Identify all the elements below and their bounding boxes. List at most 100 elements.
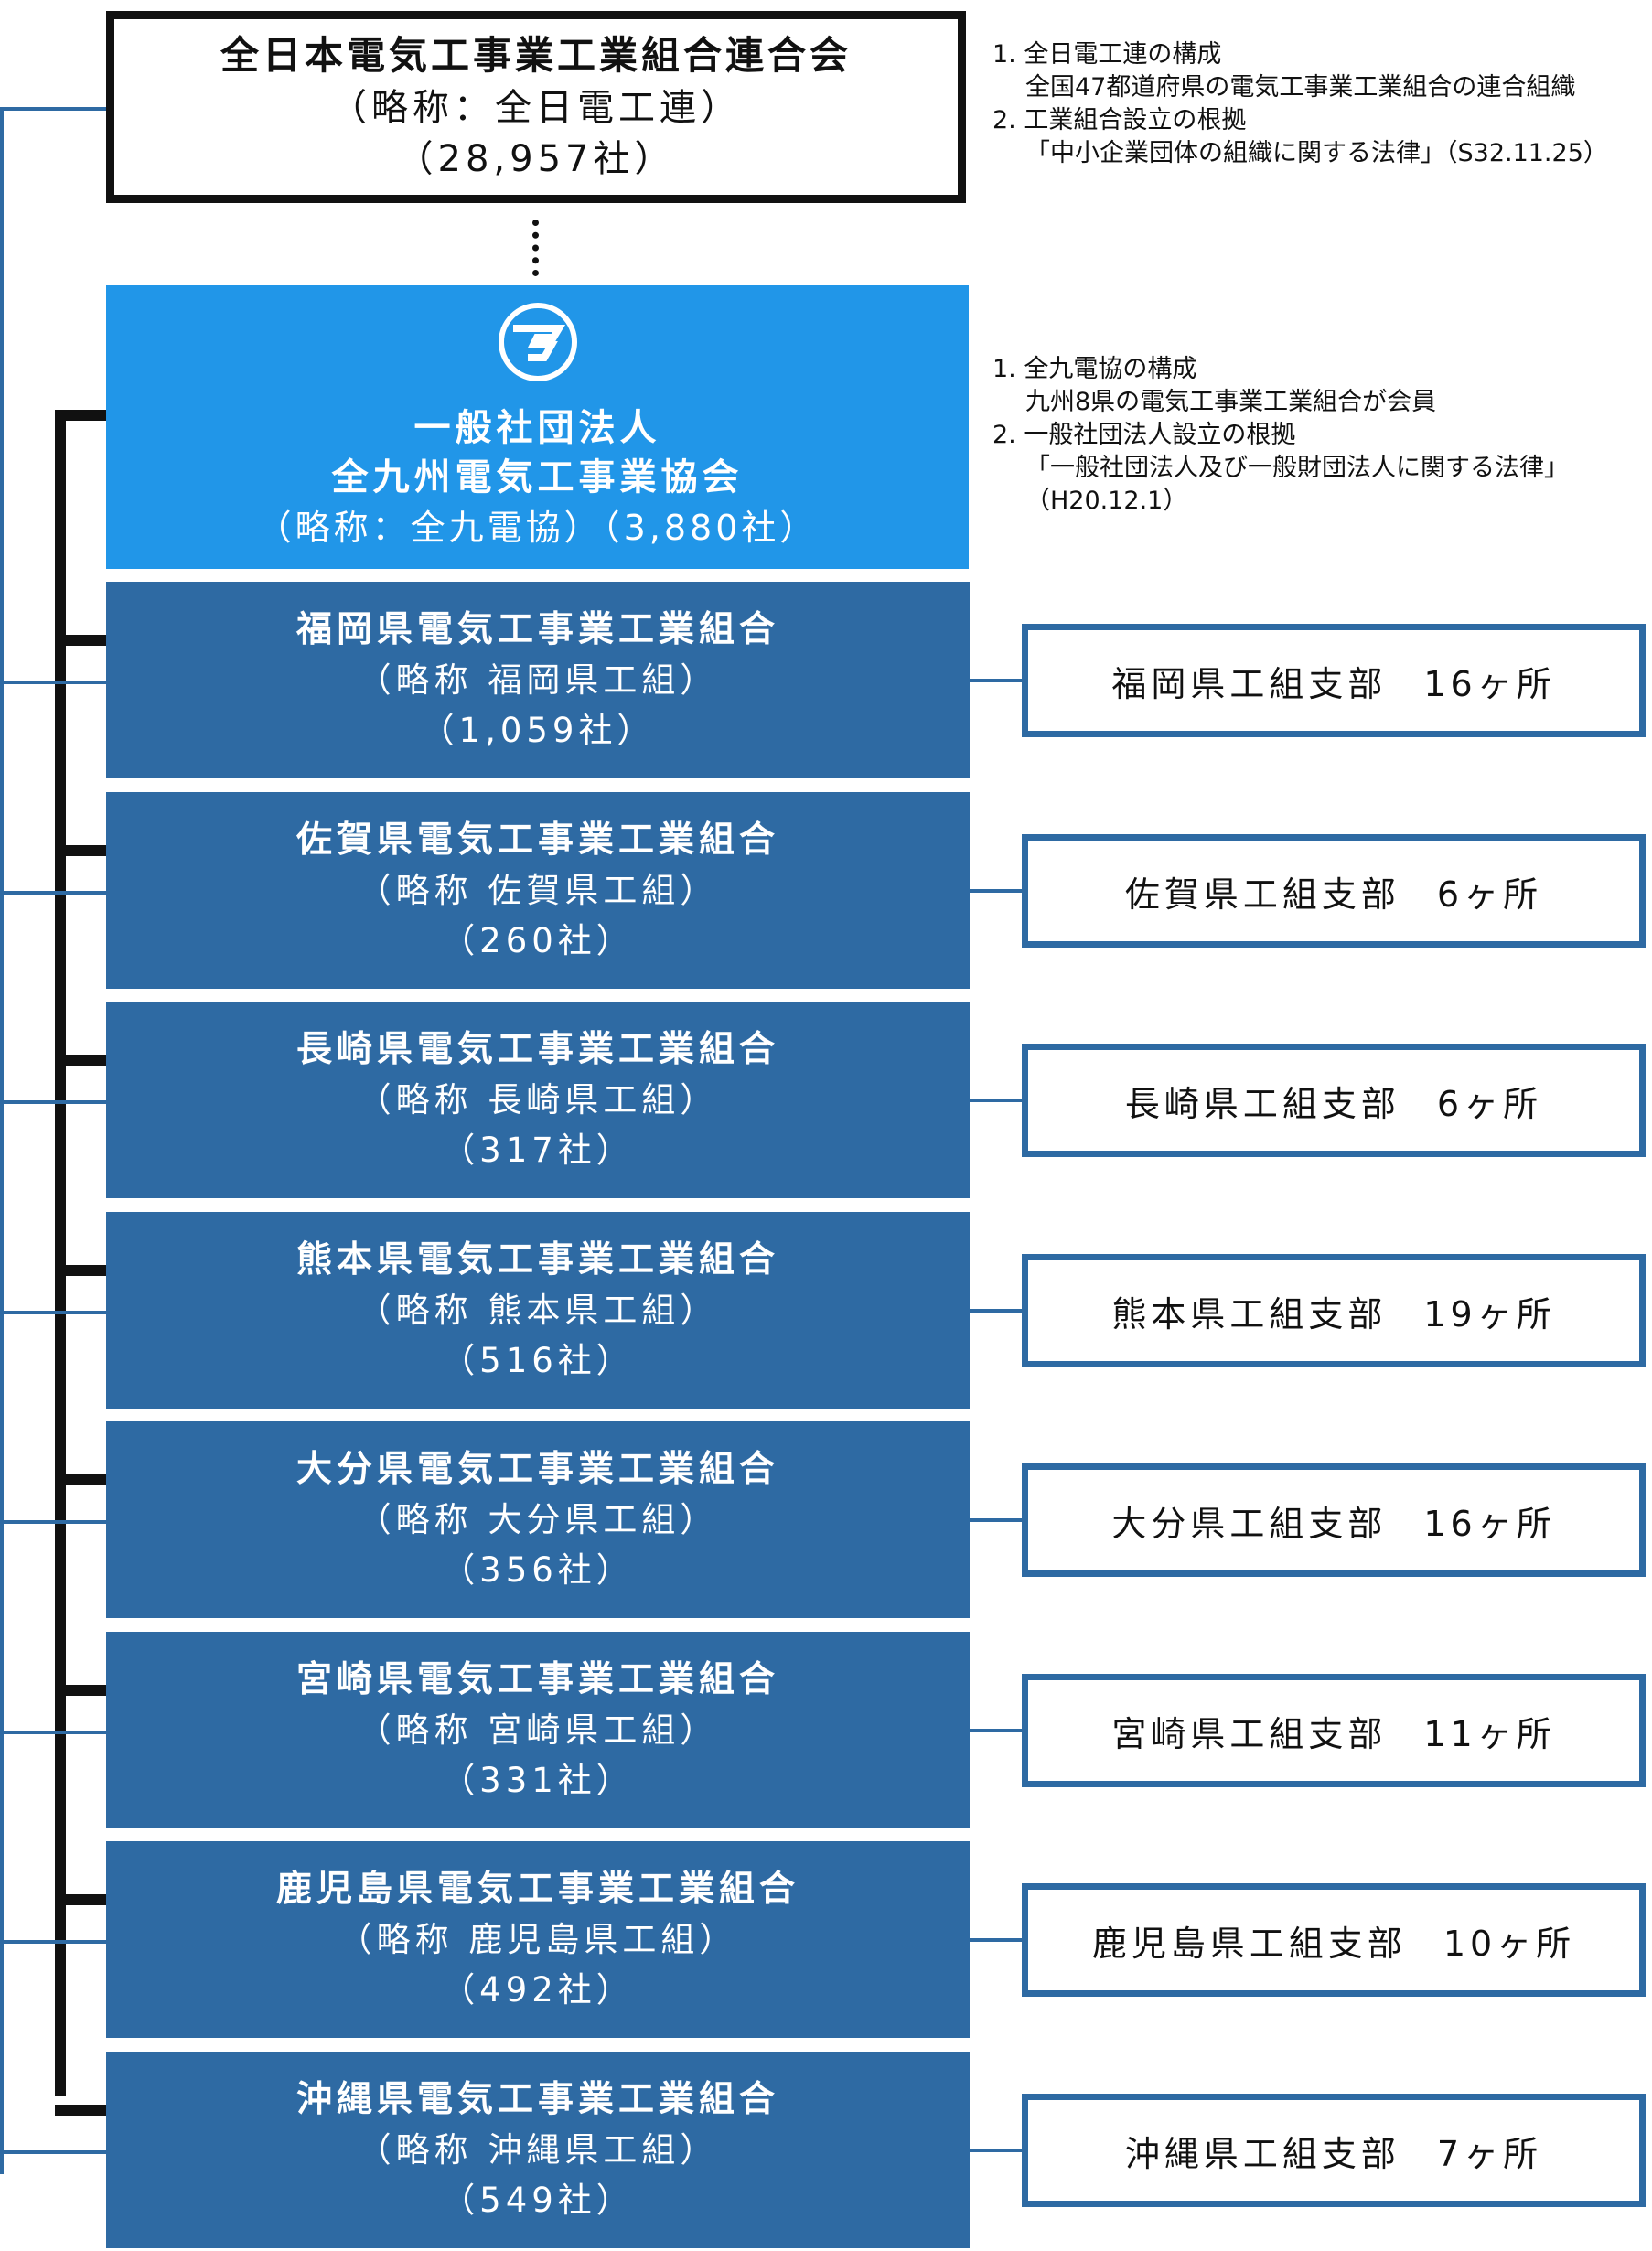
association-note-3: 2. 一般社団法人設立の根拠 bbox=[992, 421, 1296, 449]
branch-office-line bbox=[970, 1729, 1022, 1732]
prefecture-count: （317社） bbox=[441, 1131, 635, 1170]
federation-branch-line bbox=[0, 1100, 106, 1104]
association-abbr-count: （略称：全九電協）（3,880社） bbox=[256, 508, 819, 548]
prefecture-count: （516社） bbox=[441, 1341, 635, 1380]
branch-count: 6ヶ所 bbox=[1436, 874, 1543, 915]
branch-name: 大分県工組支部 bbox=[1111, 1503, 1388, 1544]
association-branch-line bbox=[55, 1265, 106, 1276]
prefecture-count: （492社） bbox=[441, 1970, 635, 2010]
association-branch-line bbox=[55, 2105, 106, 2116]
prefecture-box: 熊本県電気工事業工業組合 （略称 熊本県工組） （516社） bbox=[106, 1212, 970, 1409]
federation-branch-line bbox=[0, 1731, 106, 1734]
association-box: 一般社団法人 全九州電気工事業協会 （略称：全九電協）（3,880社） bbox=[106, 285, 969, 569]
federation-note-2: 全国47都道府県の電気工事業工業組合の連合組織 bbox=[1025, 73, 1576, 102]
prefecture-abbr: （略称 沖縄県工組） bbox=[357, 2130, 719, 2170]
federation-branch-line bbox=[0, 891, 106, 895]
branch-office-line bbox=[970, 2149, 1022, 2152]
branch-name: 長崎県工組支部 bbox=[1124, 1083, 1400, 1124]
association-branch-line bbox=[55, 1894, 106, 1905]
prefecture-name: 大分県電気工事業工業組合 bbox=[295, 1449, 779, 1490]
branch-name: 鹿児島県工組支部 bbox=[1091, 1923, 1407, 1964]
branch-name: 宮崎県工組支部 bbox=[1111, 1713, 1388, 1754]
federation-note-3: 2. 工業組合設立の根拠 bbox=[992, 106, 1247, 134]
association-note-2: 九州8県の電気工事業工業組合が会員 bbox=[1025, 388, 1437, 416]
association-branch-line bbox=[55, 845, 106, 856]
prefecture-abbr: （略称 長崎県工組） bbox=[357, 1080, 719, 1120]
branch-box: 宮崎県工組支部 11ヶ所 bbox=[1022, 1674, 1646, 1787]
branch-office-line bbox=[970, 889, 1022, 893]
federation-branch-line bbox=[0, 1520, 106, 1524]
branch-box: 大分県工組支部 16ヶ所 bbox=[1022, 1463, 1646, 1577]
association-name: 全九州電気工事業協会 bbox=[331, 456, 744, 498]
prefecture-count: （331社） bbox=[441, 1761, 635, 1800]
branch-name: 福岡県工組支部 bbox=[1111, 663, 1388, 704]
prefecture-name: 熊本県電気工事業工業組合 bbox=[295, 1239, 779, 1281]
federation-branch-line bbox=[0, 1940, 106, 1944]
branch-name: 熊本県工組支部 bbox=[1111, 1293, 1388, 1335]
prefecture-box: 佐賀県電気工事業工業組合 （略称 佐賀県工組） （260社） bbox=[106, 792, 970, 989]
prefecture-box: 長崎県電気工事業工業組合 （略称 長崎県工組） （317社） bbox=[106, 1002, 970, 1198]
branch-count: 16ヶ所 bbox=[1423, 663, 1556, 704]
federation-note-4: 「中小企業団体の組織に関する法律」（S32.11.25） bbox=[1025, 139, 1608, 167]
branch-count: 6ヶ所 bbox=[1436, 1083, 1543, 1124]
prefecture-name: 佐賀県電気工事業工業組合 bbox=[295, 820, 779, 861]
branch-name: 沖縄県工組支部 bbox=[1124, 2133, 1400, 2174]
prefecture-count: （1,059社） bbox=[420, 711, 656, 750]
prefecture-box: 宮崎県電気工事業工業組合 （略称 宮崎県工組） （331社） bbox=[106, 1632, 970, 1828]
branch-count: 7ヶ所 bbox=[1436, 2133, 1543, 2174]
prefecture-abbr: （略称 大分県工組） bbox=[357, 1500, 719, 1539]
federation-count: （28,957社） bbox=[396, 138, 676, 180]
branch-office-line bbox=[970, 1309, 1022, 1313]
association-note-4: 「一般社団法人及び一般財団法人に関する法律」 bbox=[1025, 454, 1569, 482]
prefecture-name: 沖縄県電気工事業工業組合 bbox=[295, 2079, 779, 2120]
branch-box: 沖縄県工組支部 7ヶ所 bbox=[1022, 2094, 1646, 2207]
branch-box: 長崎県工組支部 6ヶ所 bbox=[1022, 1044, 1646, 1157]
branch-office-line bbox=[970, 1099, 1022, 1102]
prefecture-name: 鹿児島県電気工事業工業組合 bbox=[275, 1869, 799, 1910]
prefecture-count: （356社） bbox=[441, 1550, 635, 1590]
branch-office-line bbox=[970, 1938, 1022, 1942]
federation-name: 全日本電気工事業工業組合連合会 bbox=[220, 33, 852, 78]
branch-box: 福岡県工組支部 16ヶ所 bbox=[1022, 624, 1646, 737]
branch-box: 佐賀県工組支部 6ヶ所 bbox=[1022, 834, 1646, 948]
federation-abbr: （略称：全日電工連） bbox=[330, 87, 742, 129]
prefecture-abbr: （略称 熊本県工組） bbox=[357, 1291, 719, 1330]
prefecture-count: （549社） bbox=[441, 2181, 635, 2220]
branch-box: 鹿児島県工組支部 10ヶ所 bbox=[1022, 1883, 1646, 1997]
branch-name: 佐賀県工組支部 bbox=[1124, 874, 1400, 915]
branch-box: 熊本県工組支部 19ヶ所 bbox=[1022, 1254, 1646, 1367]
branch-count: 16ヶ所 bbox=[1423, 1503, 1556, 1544]
prefecture-abbr: （略称 福岡県工組） bbox=[357, 660, 719, 700]
prefecture-box: 沖縄県電気工事業工業組合 （略称 沖縄県工組） （549社） bbox=[106, 2052, 970, 2248]
prefecture-box: 大分県電気工事業工業組合 （略称 大分県工組） （356社） bbox=[106, 1421, 970, 1618]
federation-branch-line bbox=[0, 2150, 106, 2154]
branch-count: 10ヶ所 bbox=[1443, 1923, 1576, 1964]
federation-box: 全日本電気工事業工業組合連合会 （略称：全日電工連） （28,957社） bbox=[106, 11, 966, 203]
prefecture-name: 福岡県電気工事業工業組合 bbox=[295, 609, 779, 650]
prefecture-count: （260社） bbox=[441, 921, 635, 960]
association-branch-line bbox=[55, 1055, 106, 1066]
federation-association-dotted-connector bbox=[532, 220, 539, 276]
prefecture-box: 鹿児島県電気工事業工業組合 （略称 鹿児島県工組） （492社） bbox=[106, 1841, 970, 2038]
prefecture-box: 福岡県電気工事業工業組合 （略称 福岡県工組） （1,059社） bbox=[106, 582, 970, 778]
prefecture-abbr: （略称 宮崎県工組） bbox=[357, 1710, 719, 1750]
association-branch-line bbox=[55, 1474, 106, 1485]
branch-count: 11ヶ所 bbox=[1423, 1713, 1556, 1754]
prefecture-abbr: （略称 鹿児島県工組） bbox=[338, 1920, 738, 1959]
association-logo-icon bbox=[498, 303, 577, 381]
federation-notes: 1. 全日電工連の構成 全国47都道府県の電気工事業工業組合の連合組織 2. 工… bbox=[992, 38, 1608, 170]
prefecture-name: 宮崎県電気工事業工業組合 bbox=[295, 1659, 779, 1700]
federation-branch-line bbox=[0, 1311, 106, 1314]
prefecture-abbr: （略称 佐賀県工組） bbox=[357, 871, 719, 910]
association-note-1: 1. 全九電協の構成 bbox=[992, 355, 1197, 383]
branch-office-line bbox=[970, 1518, 1022, 1522]
federation-note-1: 1. 全日電工連の構成 bbox=[992, 40, 1222, 69]
association-note-5: （H20.12.1） bbox=[1025, 487, 1188, 515]
federation-branch-line bbox=[0, 681, 106, 684]
branch-count: 19ヶ所 bbox=[1423, 1293, 1556, 1335]
branch-office-line bbox=[970, 679, 1022, 682]
prefecture-name: 長崎県電気工事業工業組合 bbox=[295, 1029, 779, 1070]
association-type: 一般社団法人 bbox=[413, 407, 661, 449]
association-notes: 1. 全九電協の構成 九州8県の電気工事業工業組合が会員 2. 一般社団法人設立… bbox=[992, 353, 1569, 518]
association-branch-line bbox=[55, 635, 106, 646]
